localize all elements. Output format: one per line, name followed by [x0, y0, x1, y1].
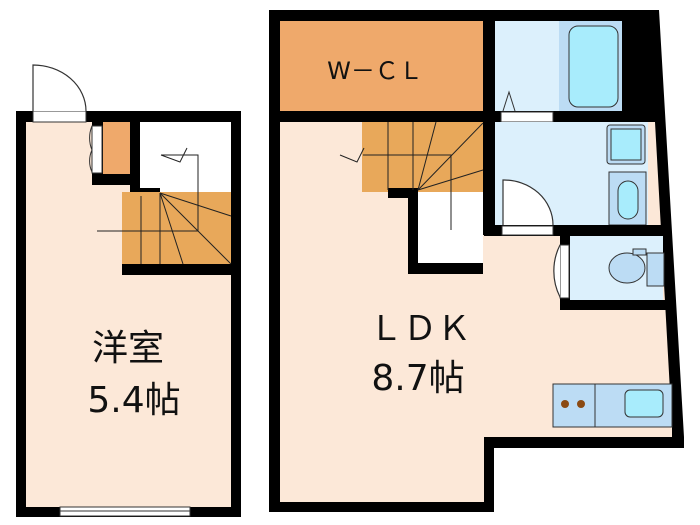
ldk-size: 8.7帖 — [371, 358, 464, 399]
ldk-label: ＬＤＫ — [369, 309, 471, 349]
toilet-door-swing-icon — [553, 244, 561, 298]
entry-door-opening — [32, 110, 87, 123]
closet — [103, 122, 130, 174]
stair-treads — [339, 121, 484, 230]
washroom-door-swing-icon — [502, 179, 554, 226]
burner-icon — [577, 400, 585, 408]
western-room-label: 洋室 — [92, 328, 164, 369]
stairs — [362, 122, 483, 192]
walk-in-closet-label: W－ＣＬ — [327, 57, 423, 85]
closet-door-icon — [89, 125, 93, 173]
kitchen-sink-icon — [624, 389, 664, 418]
western-room-size: 5.4帖 — [87, 380, 180, 421]
walk-in-closet — [280, 21, 483, 111]
entry-door-swing-icon — [32, 64, 87, 112]
toilet-icon — [608, 252, 646, 284]
stove-icon — [552, 383, 596, 428]
left-unit: 洋室 5.4帖 — [16, 64, 241, 517]
bathtub-icon — [568, 25, 619, 108]
stair-treads — [97, 147, 232, 265]
stairs — [122, 192, 231, 264]
bathroom-door — [500, 111, 554, 123]
right-unit: W－ＣＬ — [269, 10, 684, 512]
burner-icon — [561, 400, 569, 408]
